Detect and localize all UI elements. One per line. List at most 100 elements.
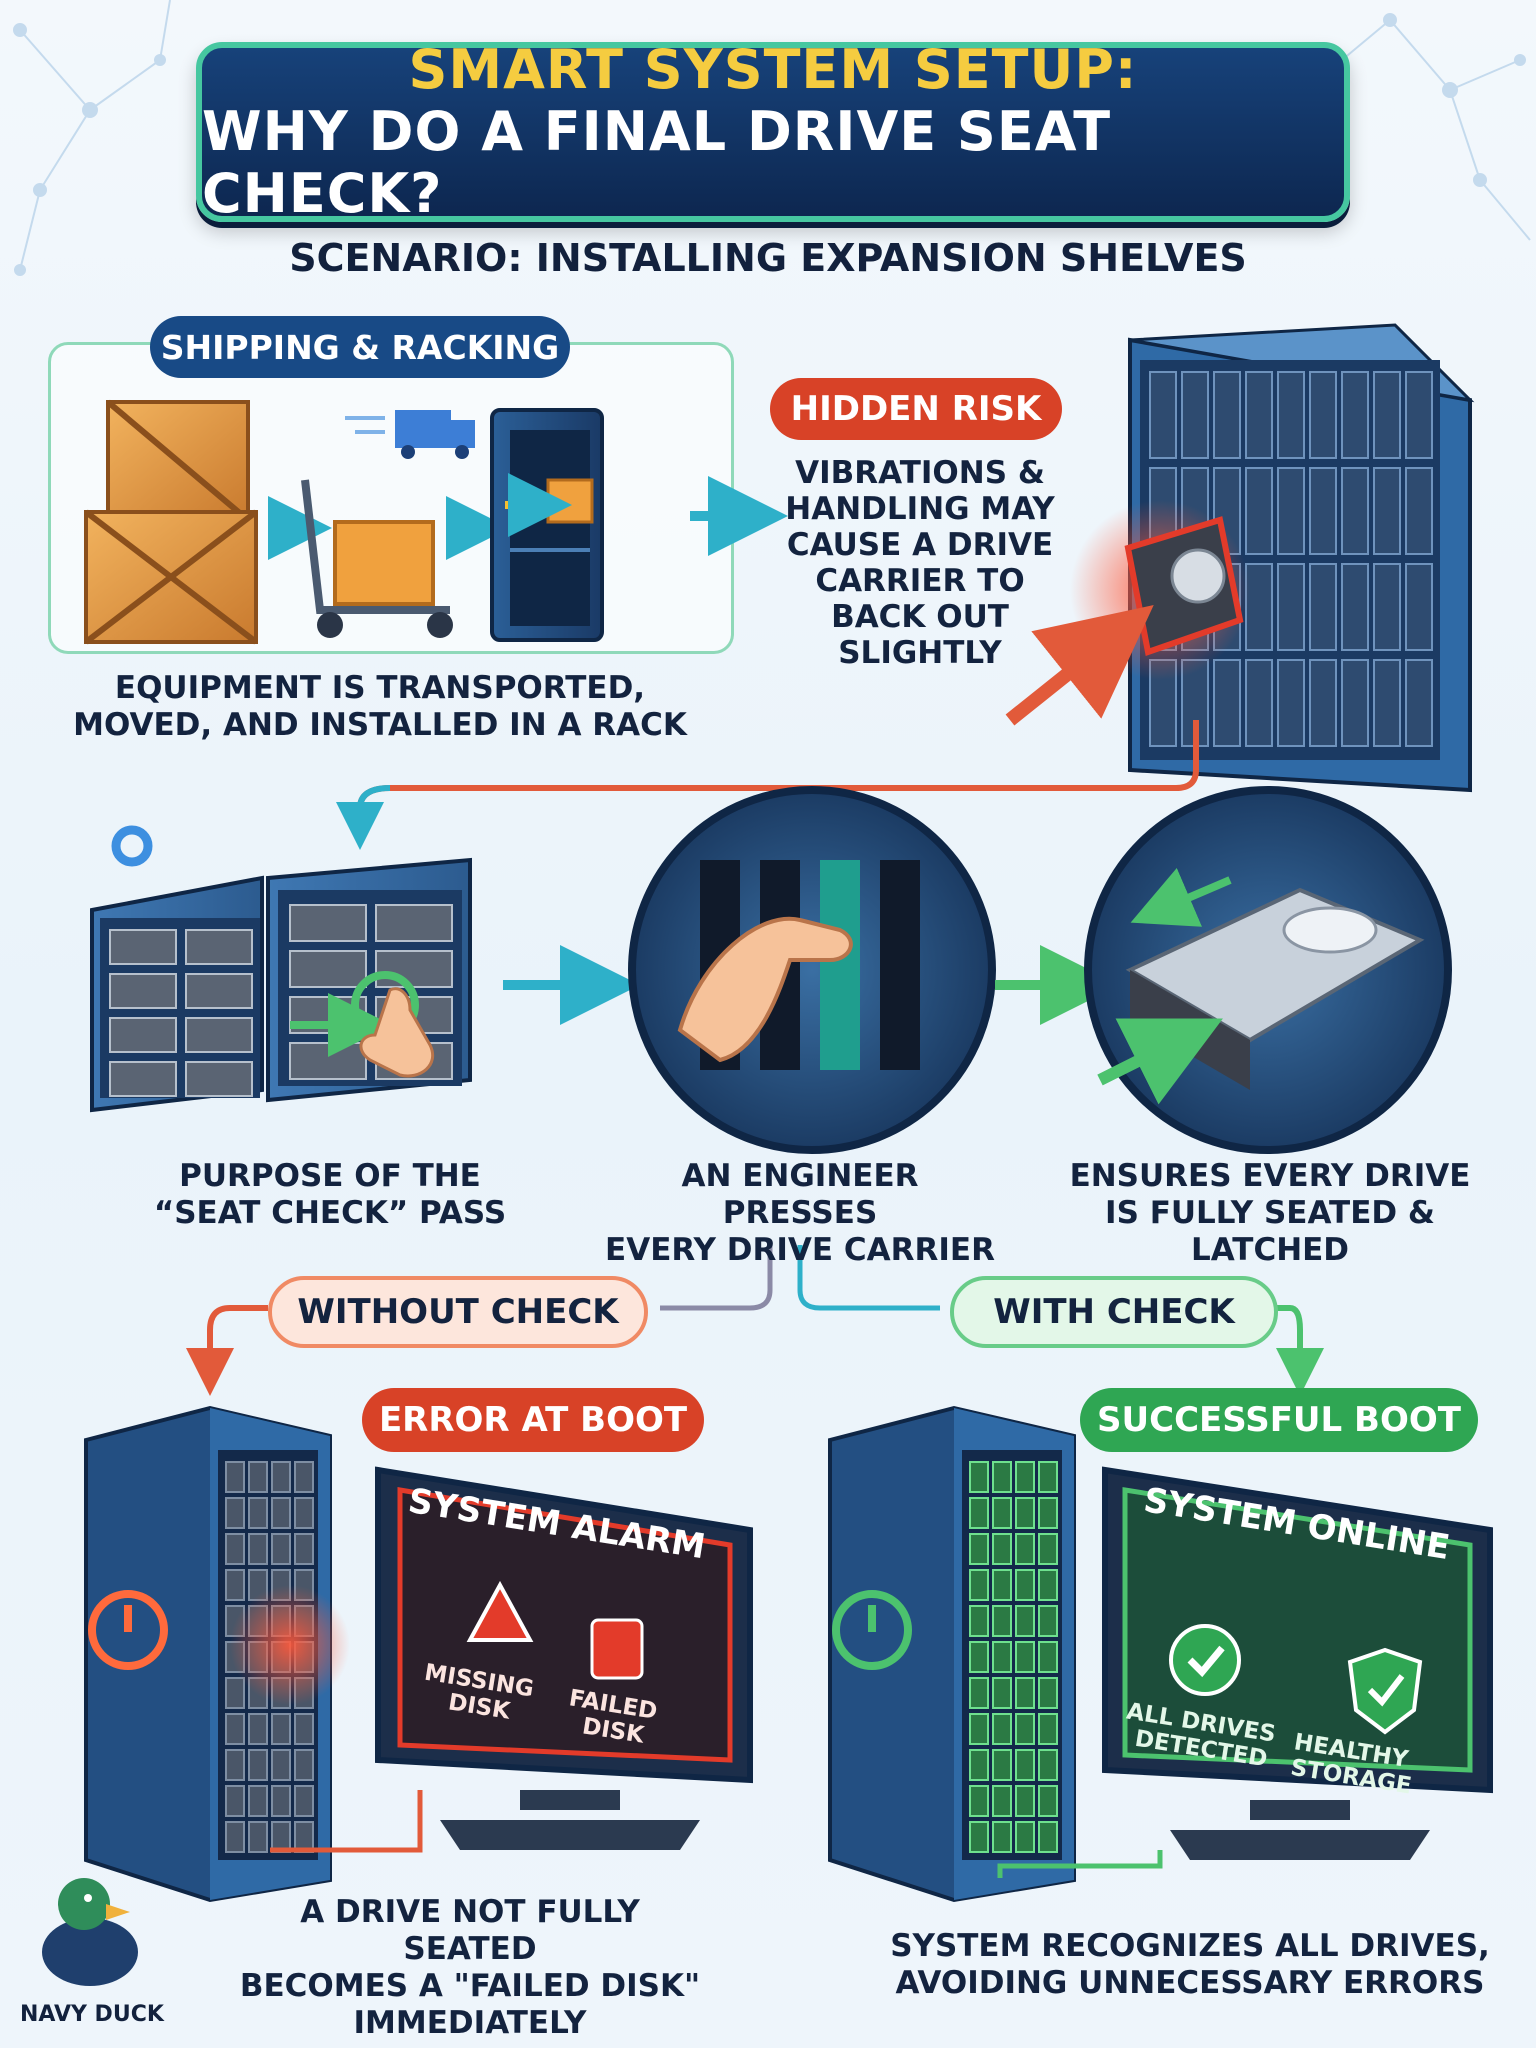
scenario-subtitle: SCENARIO: INSTALLING EXPANSION SHELVES <box>289 236 1247 280</box>
drive-slot <box>271 1785 291 1817</box>
drive-slot <box>225 1533 245 1565</box>
drive-slot <box>969 1821 989 1853</box>
risk-line: SLIGHTLY <box>838 635 1002 671</box>
drive-slot <box>225 1461 245 1493</box>
drive-slot <box>1373 371 1401 459</box>
error-caption-line: IMMEDIATELY <box>353 2005 587 2041</box>
alarm-monitor <box>375 1466 753 1850</box>
risk-line: HANDLING MAY <box>785 491 1055 527</box>
drive-slot <box>969 1461 989 1493</box>
purpose-caption-line: PURPOSE OF THE <box>179 1158 481 1194</box>
drive-slot <box>969 1605 989 1637</box>
drive-slot <box>248 1497 268 1529</box>
hand-truck <box>301 479 453 638</box>
drive-slot <box>1213 659 1241 747</box>
drive-slot <box>969 1785 989 1817</box>
drive-slot <box>225 1713 245 1745</box>
online-monitor <box>1102 1466 1493 1860</box>
error-at-boot-label: ERROR AT BOOT <box>362 1388 704 1452</box>
drive-slot <box>109 929 177 965</box>
drive-slot <box>1373 659 1401 747</box>
drive-slot <box>1245 371 1273 459</box>
drive-slot <box>992 1497 1012 1529</box>
with-check-label: WITH CHECK <box>950 1276 1278 1348</box>
drive-slot <box>1038 1569 1058 1601</box>
drive-slot <box>1277 659 1305 747</box>
drive-slot <box>1341 659 1369 747</box>
risk-line: CARRIER TO <box>815 563 1025 599</box>
drive-slot <box>992 1605 1012 1637</box>
error-caption: A DRIVE NOT FULLY SEATED BECOMES A "FAIL… <box>230 1894 710 2042</box>
drive-slot <box>1213 371 1241 459</box>
drive-slot <box>225 1785 245 1817</box>
drive-slot <box>1181 371 1209 459</box>
title-line-1: SMART SYSTEM SETUP: <box>408 38 1138 101</box>
drive-slot <box>1309 659 1337 747</box>
drive-slot <box>969 1533 989 1565</box>
success-caption: SYSTEM RECOGNIZES ALL DRIVES, AVOIDING U… <box>880 1928 1500 2002</box>
drive-slot <box>294 1533 314 1565</box>
drive-slot <box>1015 1461 1035 1493</box>
drive-slot <box>969 1749 989 1781</box>
gear-icon <box>111 825 153 867</box>
drive-slot <box>1245 467 1273 555</box>
drive-slot <box>1015 1533 1035 1565</box>
error-caption-line: A DRIVE NOT FULLY SEATED <box>300 1894 640 1967</box>
drive-slot <box>1277 371 1305 459</box>
drive-slot <box>248 1749 268 1781</box>
drive-slot <box>969 1713 989 1745</box>
drive-slot <box>992 1749 1012 1781</box>
success-caption-line: SYSTEM RECOGNIZES ALL DRIVES, <box>890 1928 1490 1964</box>
drive-slot <box>225 1569 245 1601</box>
drive-slot <box>109 973 177 1009</box>
drive-slot <box>969 1569 989 1601</box>
risk-line: CAUSE A DRIVE <box>786 527 1054 563</box>
drive-slot <box>1038 1497 1058 1529</box>
shipping-label: SHIPPING & RACKING <box>150 316 570 378</box>
drive-slot <box>1015 1821 1035 1853</box>
drive-slot <box>1245 563 1273 651</box>
drive-slot <box>185 973 253 1009</box>
drive-slot <box>185 1061 253 1097</box>
drive-slot <box>1373 467 1401 555</box>
drive-slot <box>225 1749 245 1781</box>
seated-drive-closeup <box>1084 786 1452 1154</box>
drive-slot <box>992 1569 1012 1601</box>
truck-icon <box>345 410 475 459</box>
drive-slot <box>1405 371 1433 459</box>
drive-slot <box>271 1497 291 1529</box>
drive-slot <box>225 1677 245 1709</box>
shelf-drive-trays <box>109 904 453 1097</box>
drive-slot <box>271 1749 291 1781</box>
purpose-caption: PURPOSE OF THE “SEAT CHECK” PASS <box>140 1158 520 1232</box>
press-caption-line: AN ENGINEER PRESSES <box>681 1158 919 1231</box>
drive-slot <box>1038 1605 1058 1637</box>
title-banner: SMART SYSTEM SETUP: WHY DO A FINAL DRIVE… <box>196 38 1350 225</box>
drive-slot <box>1015 1641 1035 1673</box>
drive-slot <box>271 1461 291 1493</box>
drive-slot <box>1277 467 1305 555</box>
drive-slot <box>992 1821 1012 1853</box>
drive-slot <box>271 1713 291 1745</box>
success-caption-line: AVOIDING UNNECESSARY ERRORS <box>895 1965 1485 2001</box>
shipping-caption: EQUIPMENT IS TRANSPORTED, MOVED, AND INS… <box>60 670 700 744</box>
hidden-risk-label: HIDDEN RISK <box>770 378 1062 440</box>
ensure-caption-line: IS FULLY SEATED & LATCHED <box>1105 1195 1435 1268</box>
risk-line: BACK OUT <box>831 599 1009 635</box>
drive-slot <box>1149 371 1177 459</box>
risk-description: VIBRATIONS & HANDLING MAY CAUSE A DRIVE … <box>760 455 1080 671</box>
drive-slot <box>1405 563 1433 651</box>
pointing-hand-icon <box>359 987 435 1078</box>
shipping-caption-line: MOVED, AND INSTALLED IN A RACK <box>73 707 687 743</box>
drive-slot <box>992 1713 1012 1745</box>
purpose-caption-line: “SEAT CHECK” PASS <box>153 1195 507 1231</box>
drive-slot <box>185 929 253 965</box>
drive-slot <box>1015 1497 1035 1529</box>
drive-slot <box>1373 563 1401 651</box>
drive-slot <box>1015 1713 1035 1745</box>
drive-slot <box>969 1497 989 1529</box>
successful-boot-label: SUCCESSFUL BOOT <box>1080 1388 1478 1452</box>
drive-slot <box>1038 1461 1058 1493</box>
drive-slot <box>248 1785 268 1817</box>
